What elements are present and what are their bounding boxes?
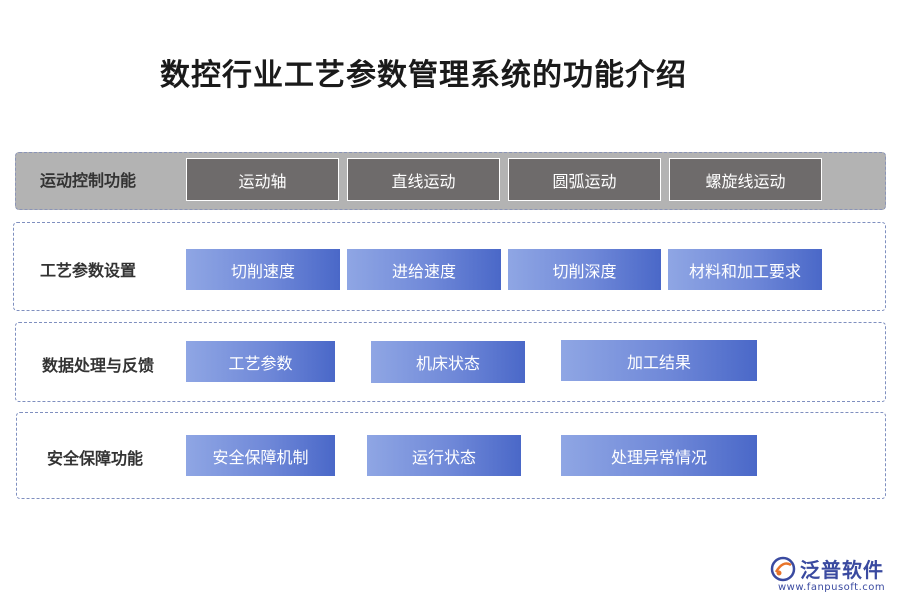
function-box: 切削深度 bbox=[508, 249, 661, 290]
fanpu-logo-icon bbox=[770, 556, 796, 581]
row-data-feedback: 数据处理与反馈 工艺参数 机床状态 加工结果 bbox=[15, 322, 886, 402]
function-box: 圆弧运动 bbox=[508, 158, 661, 201]
function-box: 直线运动 bbox=[347, 158, 500, 201]
function-box: 运动轴 bbox=[186, 158, 339, 201]
function-box: 机床状态 bbox=[371, 341, 525, 383]
logo-name: 泛普软件 bbox=[800, 558, 884, 582]
row-motion-control: 运动控制功能 运动轴 直线运动 圆弧运动 螺旋线运动 bbox=[15, 152, 886, 210]
row-label: 安全保障功能 bbox=[47, 449, 144, 468]
function-box: 进给速度 bbox=[347, 249, 501, 290]
function-box: 工艺参数 bbox=[186, 341, 335, 382]
function-box: 处理异常情况 bbox=[561, 435, 757, 476]
row-label: 数据处理与反馈 bbox=[42, 356, 155, 375]
row-label: 运动控制功能 bbox=[40, 171, 137, 190]
function-box: 切削速度 bbox=[186, 249, 340, 290]
function-box: 加工结果 bbox=[561, 340, 757, 381]
logo-url: www.fanpusoft.com bbox=[778, 582, 886, 593]
function-box: 安全保障机制 bbox=[186, 435, 335, 476]
function-box: 材料和加工要求 bbox=[668, 249, 822, 290]
function-box: 螺旋线运动 bbox=[669, 158, 822, 201]
row-process-params: 工艺参数设置 切削速度 进给速度 切削深度 材料和加工要求 bbox=[13, 222, 886, 311]
page-title: 数控行业工艺参数管理系统的功能介绍 bbox=[160, 58, 687, 93]
row-label: 工艺参数设置 bbox=[40, 261, 137, 280]
row-safety: 安全保障功能 安全保障机制 运行状态 处理异常情况 bbox=[16, 412, 886, 499]
function-box: 运行状态 bbox=[367, 435, 521, 476]
brand-logo: 泛普软件 bbox=[770, 554, 884, 583]
